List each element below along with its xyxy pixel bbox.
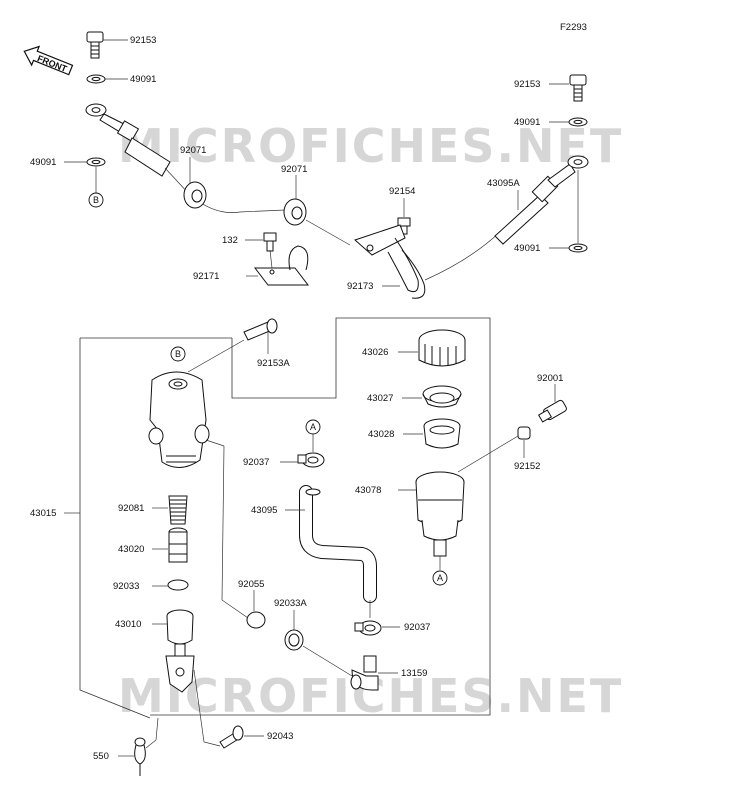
clip-92037-bottom-icon [354,620,382,636]
label-132: 132 [222,235,238,246]
pushrod-43010-icon [165,609,195,693]
collar-92152-icon [517,426,531,440]
marker-a-reservoir-text: A [437,573,443,583]
label-92153a: 92153A [257,358,290,369]
spring-92081-icon [168,495,188,525]
marker-b-top-text: B [93,195,99,205]
label-92001: 92001 [537,373,563,384]
label-92153-right: 92153 [514,79,540,90]
label-49091-left-bottom: 49091 [30,157,56,168]
bolt-92001-icon [537,399,567,423]
bolt-right-icon [569,74,587,102]
oring-92055-icon [246,611,266,629]
diaphragm-43027-icon [422,385,462,408]
hose-43095-icon [299,485,377,603]
label-43028: 43028 [368,429,394,440]
hose-43095a-icon [494,163,576,245]
label-43015: 43015 [30,508,56,519]
piston-43020-icon [168,527,188,563]
cotter-550-icon [134,737,146,776]
marker-b-lower-text: B [175,349,181,359]
label-43078: 43078 [355,485,381,496]
label-92033a: 92033A [274,598,307,609]
label-49091-right-bottom: 49091 [514,243,540,254]
label-92173: 92173 [347,281,373,292]
watermark-top: MICROFICHES.NET [118,119,623,173]
marker-b-top [88,192,104,208]
diagram-code: F2293 [560,22,587,33]
label-49091-left-top: 49091 [130,74,156,85]
grommet-left-icon [183,181,207,209]
label-92033: 92033 [113,581,139,592]
label-43095a: 43095A [487,178,520,189]
label-43095: 43095 [251,505,277,516]
cap-43026-icon [418,329,466,367]
banjo-right-icon [567,155,589,169]
pin-92043-icon [219,725,244,749]
reservoir-43078-icon [415,471,465,557]
label-92154: 92154 [389,186,415,197]
bolt-92153a-icon [243,318,278,341]
label-92081: 92081 [118,503,144,514]
circlip-92033-icon [167,579,189,591]
front-arrow-icon: FRONT [23,45,74,76]
bolt-left-icon [86,31,104,59]
fitting-13159-icon [350,655,379,691]
clamp-92171-icon [253,245,310,286]
label-43010: 43010 [115,619,141,630]
label-92055: 92055 [238,579,264,590]
label-92153-left: 92153 [130,35,156,46]
label-92043: 92043 [267,731,293,742]
label-43026: 43026 [362,347,388,358]
bolt-132-icon [263,232,277,252]
label-43027: 43027 [367,393,393,404]
banjo-left-icon [85,103,171,177]
label-92171: 92171 [193,271,219,282]
label-92037-bottom: 92037 [404,622,430,633]
master-cylinder-icon [148,371,210,468]
front-label: FRONT [36,53,69,74]
label-43020: 43020 [118,544,144,555]
label-92071-right: 92071 [281,164,307,175]
label-92071-left: 92071 [180,145,206,156]
bracket-92173-icon [354,224,426,299]
plate-43028-icon [423,418,461,449]
marker-a-hose-text: A [310,422,316,432]
label-550: 550 [93,751,109,762]
label-13159: 13159 [401,668,427,679]
circlip-92033a-icon [284,629,304,651]
marker-b-lower [170,346,186,362]
label-49091-right-top: 49091 [514,117,540,128]
label-92037-top: 92037 [243,457,269,468]
grommet-right-icon [283,198,307,226]
marker-a-reservoir [432,570,448,586]
label-92152: 92152 [514,461,540,472]
clip-92037-top-icon [297,452,325,468]
